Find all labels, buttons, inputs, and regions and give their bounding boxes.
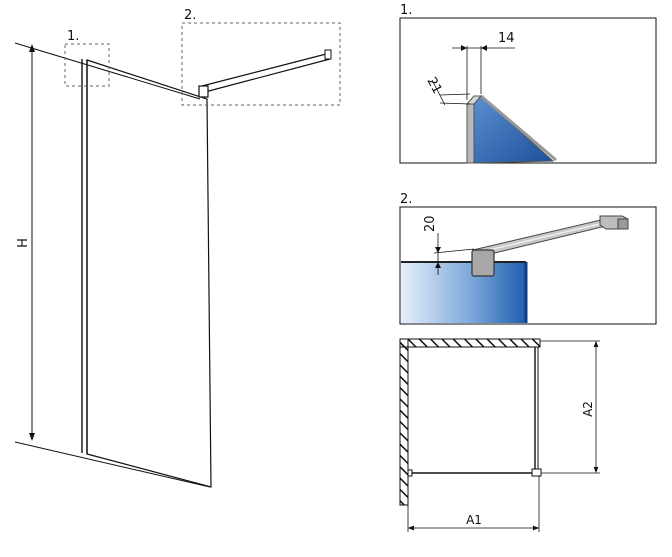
height-label: H [16, 238, 31, 248]
stabilizer-bar-top [201, 52, 331, 87]
plan-wall-left [399, 338, 409, 506]
detail-1: 1. 14 21 [399, 3, 657, 164]
detail-1-dim-21-ext-top [439, 93, 471, 96]
plan-view-frame [400, 339, 538, 527]
plan-a2-label: A2 [581, 401, 595, 417]
wall-top-line [14, 42, 201, 100]
main-view: H 1. 2. [14, 8, 341, 488]
detail-2-callout-box [181, 22, 341, 106]
plan-wall-profile [407, 469, 413, 477]
wall-bottom-line [14, 441, 211, 488]
detail-1-dim-21-ext-bottom [439, 102, 471, 105]
detail-1-callout-box [64, 43, 110, 87]
detail-2-dim-20-ext-top [433, 248, 475, 254]
stabilizer-bar-bottom [204, 58, 331, 93]
detail-2-title: 2. [400, 192, 412, 207]
detail-1-dim-14-arrow-left [461, 45, 467, 51]
detail-1-title: 1. [400, 3, 412, 18]
detail-1-dim-14-arrow-right [481, 45, 487, 51]
detail-2-dim-20-arrow-top [435, 247, 441, 253]
plan-a1-label: A1 [466, 513, 482, 527]
detail-1-profile-cap [465, 95, 483, 105]
detail-2-bar-highlight [475, 221, 609, 254]
detail-1-callout-label: 1. [67, 29, 79, 44]
plan-view: A2 A1 [399, 338, 600, 532]
glass-panel [86, 59, 212, 488]
detail-2-dim-20-arrow-bottom [435, 262, 441, 268]
detail-2-dim-20-label: 20 [423, 215, 438, 232]
detail-1-dim-14-label: 14 [498, 31, 515, 46]
detail-1-dim-21-label: 21 [423, 75, 444, 97]
detail-1-glass-edge [480, 94, 557, 162]
detail-2: 2. 20 [399, 192, 657, 325]
detail-2-bar-end-face [617, 218, 629, 230]
detail-2-glass [401, 262, 526, 323]
plan-wall-top [399, 338, 541, 348]
detail-1-wall-profile [466, 103, 475, 164]
plan-clamp [531, 468, 542, 477]
glass-clamp [198, 85, 209, 98]
detail-2-clamp [471, 249, 495, 277]
stabilizer-bar-end [324, 49, 332, 60]
detail-1-dim-21-line [431, 79, 446, 106]
detail-2-callout-label: 2. [184, 8, 196, 23]
